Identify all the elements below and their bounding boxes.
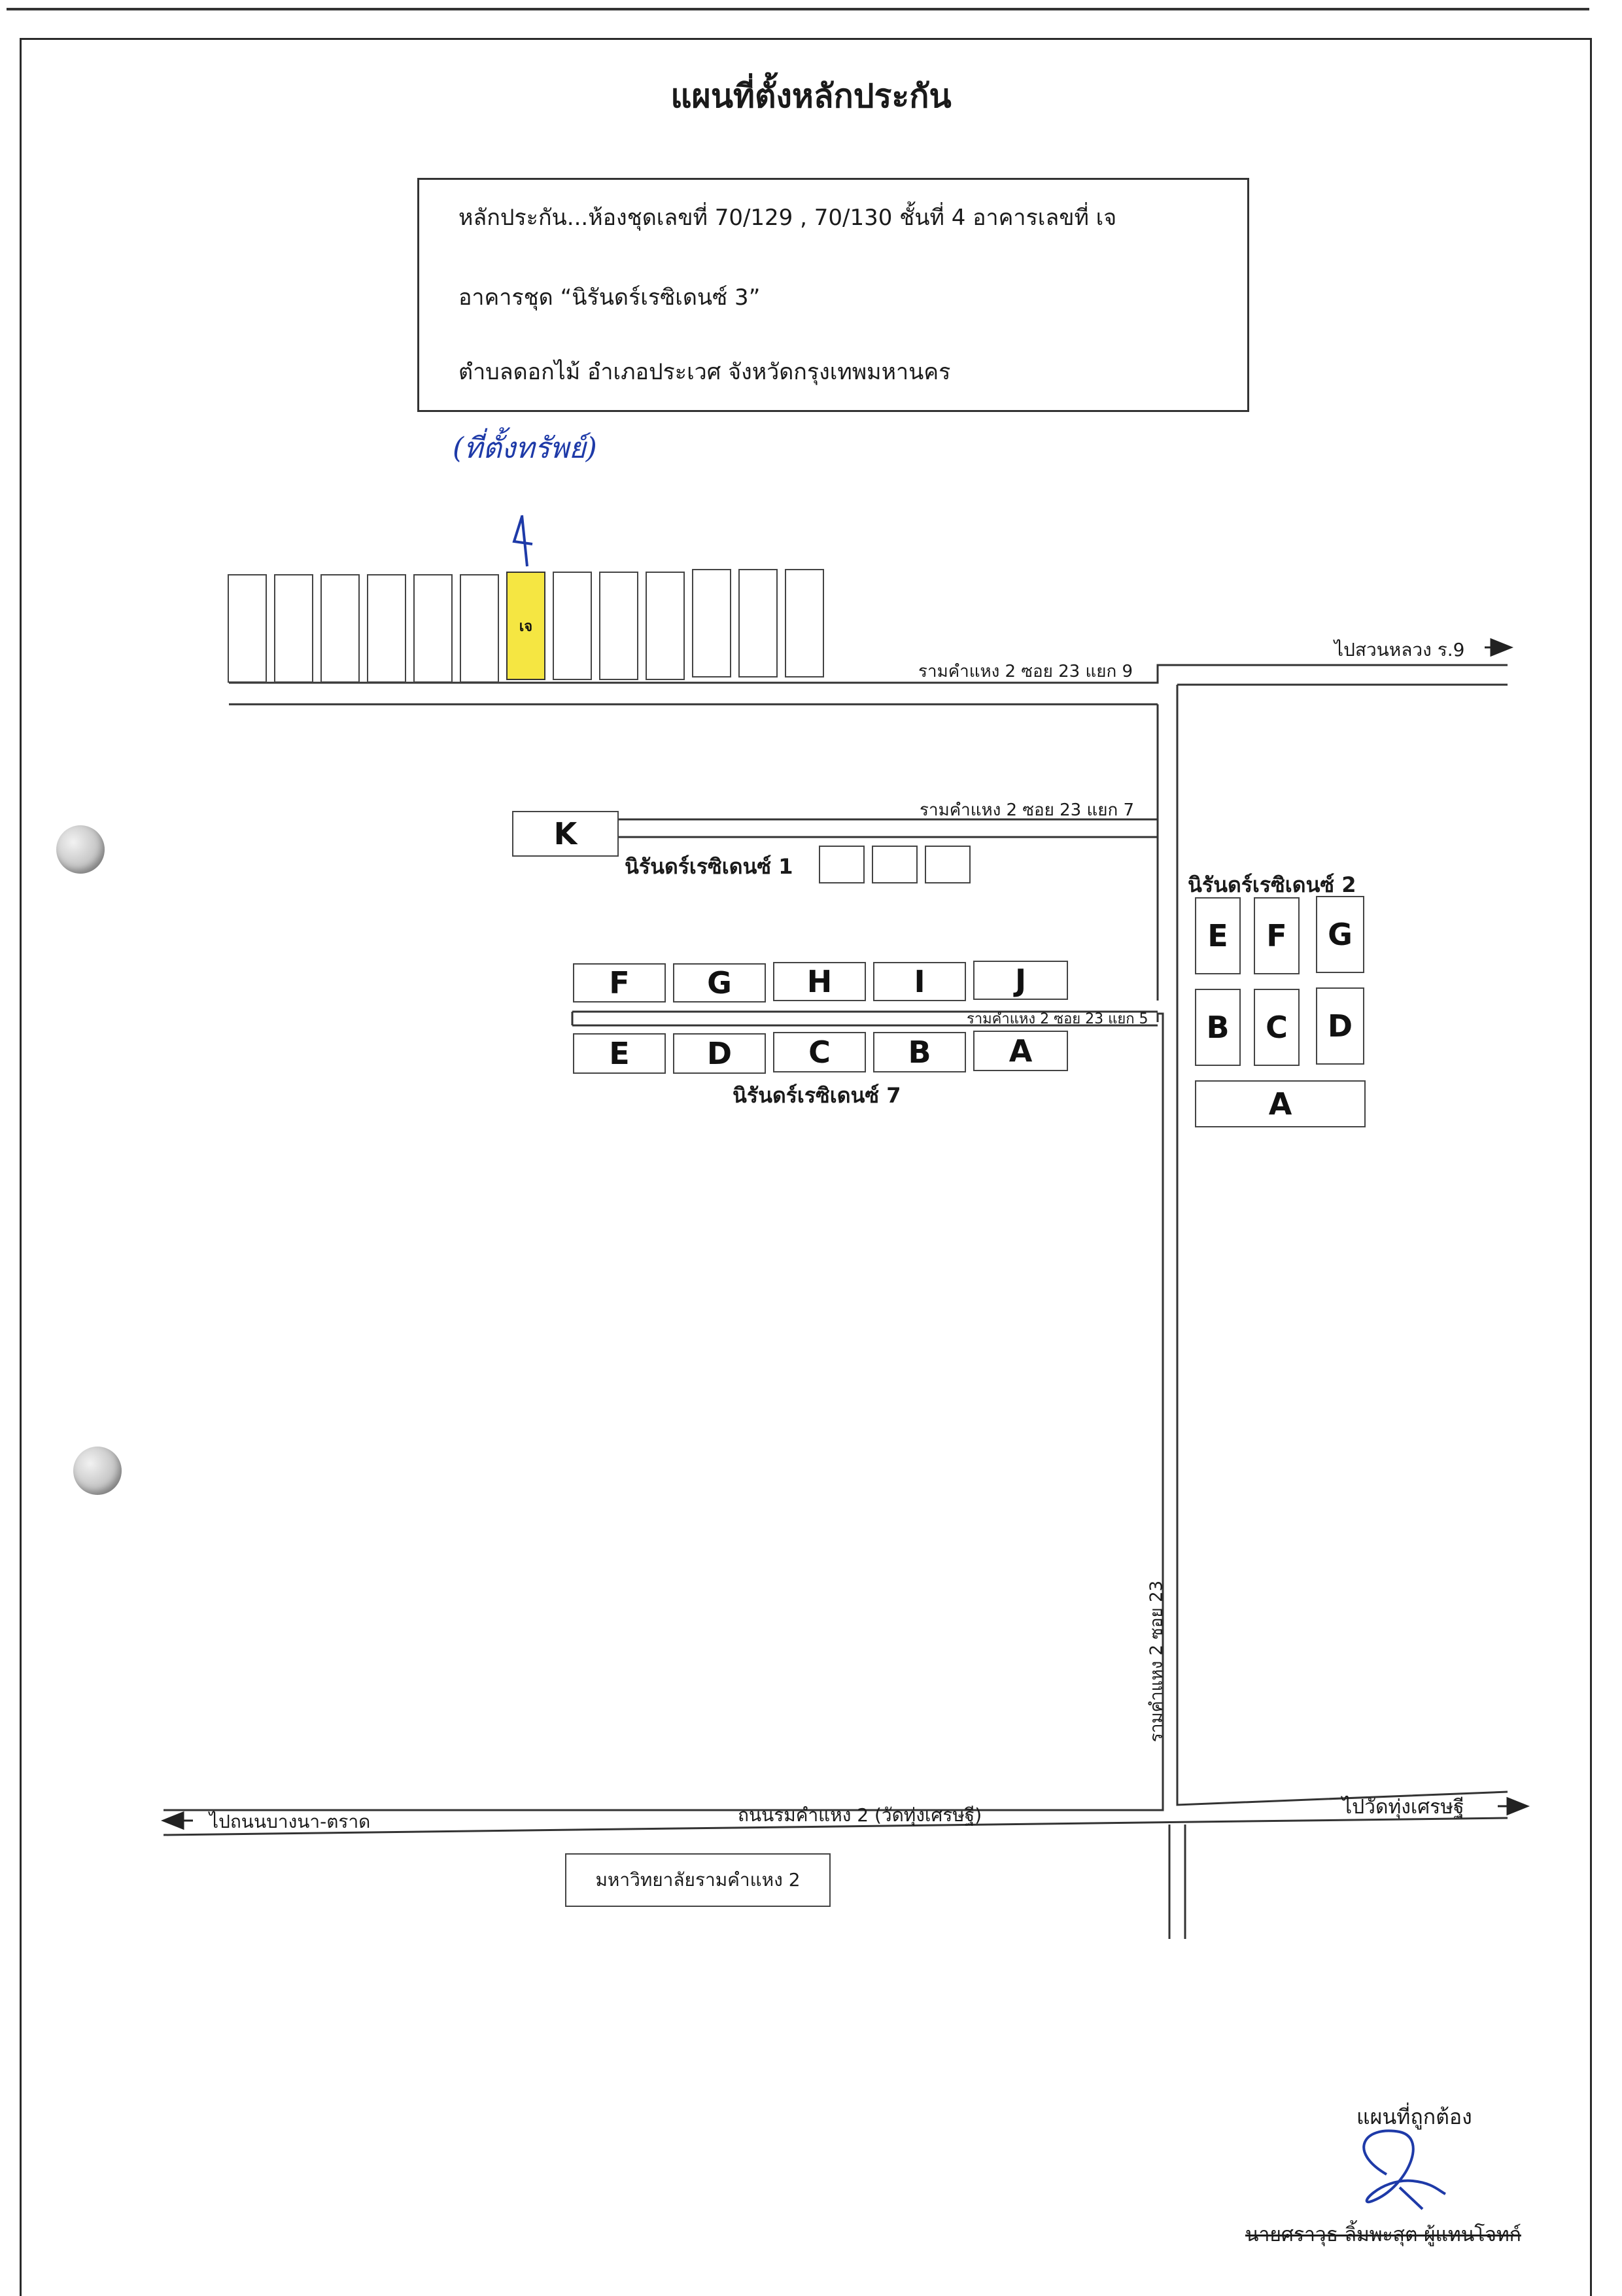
building-g: G	[673, 963, 766, 1002]
top-rule	[7, 8, 1589, 10]
info-line-1: หลักประกัน...ห้องชุดเลขที่ 70/129 , 70/1…	[458, 205, 1117, 231]
building-block	[872, 846, 918, 883]
landmark-label: มหาวิทยาลัยรามคำแหง 2	[595, 1869, 801, 1891]
road-main-top	[164, 1792, 1164, 1811]
building-b: B	[1195, 989, 1241, 1066]
building-f: F	[573, 963, 666, 1002]
building-c: C	[773, 1032, 866, 1072]
road-yaek9-top	[229, 664, 1508, 684]
building-block	[320, 574, 360, 683]
road-label-wat: ไปวัดทุ่งเศรษฐี	[1342, 1796, 1464, 1819]
road-label-yaek5: รามคำแหง 2 ซอย 23 แยก 5	[967, 1011, 1148, 1027]
page-frame	[20, 38, 1592, 2296]
building-block	[599, 572, 638, 680]
road-label-bangna: ไปถนนบางนา-ตราด	[209, 1811, 371, 1832]
building-block	[785, 569, 824, 677]
road-yaek7-bottom	[615, 836, 1159, 1001]
building-g: G	[1316, 896, 1364, 973]
building-block	[738, 569, 778, 677]
road-label-yaek9: รามคำแหง 2 ซอย 23 แยก 9	[918, 662, 1133, 681]
building-k: K	[512, 811, 619, 857]
certification-label: แผนที่ถูกต้อง	[1356, 2104, 1472, 2129]
building-e: E	[573, 1033, 666, 1074]
building-block	[228, 574, 267, 683]
building-block	[413, 574, 453, 683]
road-label-soi23: รามคำแหง 2 ซอย 23	[1147, 1580, 1167, 1743]
punch-hole-2	[73, 1447, 122, 1495]
building-block	[274, 574, 313, 683]
landmark-ramkhamhaeng-university: มหาวิทยาลัยรามคำแหง 2	[565, 1853, 831, 1907]
building-j: J	[973, 961, 1068, 1000]
building-block	[692, 569, 731, 677]
building-b: B	[873, 1032, 966, 1072]
collateral-info-box: หลักประกัน...ห้องชุดเลขที่ 70/129 , 70/1…	[417, 178, 1249, 412]
building-i: I	[873, 962, 966, 1001]
building-block	[553, 572, 592, 680]
handwritten-location-note: (ที่ตั้งทรัพย์)	[453, 432, 597, 465]
info-line-2: อาคารชุด “นิรันดร์เรซิเดนซ์ 3”	[458, 284, 761, 311]
pointer-stroke	[512, 515, 533, 567]
complex-label-nirun2: นิรันดร์เรซิเดนซ์ 2	[1188, 872, 1356, 897]
road-main-top-east	[1176, 1791, 1508, 1806]
road-soi23-west-lower	[1156, 1012, 1164, 1792]
road-label-suan-luang: ไปสวนหลวง ร.9	[1334, 639, 1465, 660]
building-e: E	[1195, 897, 1241, 974]
building-block	[367, 574, 406, 683]
punch-hole-1	[56, 825, 105, 874]
road-main-bottom	[163, 1817, 1508, 1836]
signer-name: นายศราวุธ ลิ้มพะสุต ผู้แทนโจทก์	[1245, 2223, 1521, 2246]
building-a: A	[1195, 1080, 1366, 1127]
signature-stroke	[1362, 2129, 1446, 2210]
building-f: F	[1254, 897, 1300, 974]
subject-building-highlight: เจ	[506, 572, 545, 680]
building-c: C	[1254, 989, 1300, 1066]
info-line-3: ตำบลดอกไม้ อำเภอประเวศ จังหวัดกรุงเทพมหา…	[458, 359, 951, 385]
subject-building-label: เจ	[519, 618, 533, 635]
building-block	[460, 574, 499, 683]
building-block	[646, 572, 685, 680]
building-d: D	[673, 1033, 766, 1074]
building-a: A	[973, 1031, 1068, 1071]
complex-label-nirun7: นิรันดร์เรซิเดนซ์ 7	[733, 1083, 901, 1108]
building-h: H	[773, 962, 866, 1001]
complex-label-nirun1: นิรันดร์เรซิเดนซ์ 1	[625, 854, 793, 879]
building-block	[819, 846, 865, 883]
page-title: แผนที่ตั้งหลักประกัน	[670, 77, 952, 115]
building-block	[925, 846, 971, 883]
road-label-yaek7: รามคำแหง 2 ซอย 23 แยก 7	[920, 800, 1135, 820]
road-label-main: ถนนรมคำแหง 2 (วัดทุ่งเศรษฐี)	[738, 1804, 982, 1826]
building-d: D	[1316, 987, 1364, 1065]
